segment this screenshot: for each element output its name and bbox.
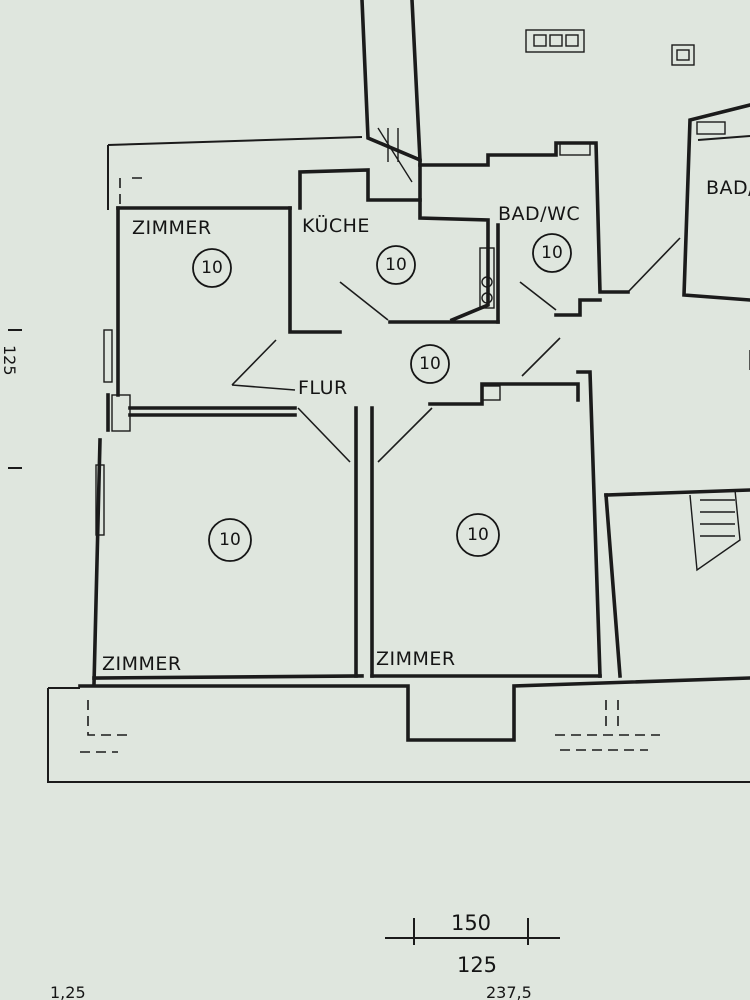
room-kueche: KÜCHE 10	[302, 214, 416, 285]
interior-walls	[128, 206, 750, 678]
room-label: ZIMMER	[376, 648, 456, 670]
kitchen-counter	[479, 247, 495, 309]
chimney-top	[525, 29, 585, 53]
room-label: BAD/WC	[498, 203, 580, 225]
dimension-bottom: 237,5	[486, 983, 532, 1000]
room-label: FLUR	[298, 377, 348, 399]
outer-terrace-lines	[47, 136, 750, 783]
room-number: 10	[467, 525, 489, 545]
room-number: 10	[201, 258, 223, 278]
fixtures	[95, 29, 750, 572]
room-bad-wc: BAD/WC 10	[498, 203, 580, 273]
room-number: 10	[541, 243, 563, 263]
room-number: 10	[219, 530, 241, 550]
side-dimension-label: 125	[0, 345, 19, 376]
room-label: ZIMMER	[102, 653, 182, 675]
room-zimmer-s: ZIMMER 10	[376, 513, 500, 670]
room-zimmer-sw: ZIMMER 10	[102, 518, 252, 675]
room-number: 10	[419, 354, 441, 374]
dimension-inner: 125	[457, 953, 497, 977]
neighbor-bad-label: BAD/	[706, 177, 750, 199]
room-label: ZIMMER	[132, 217, 212, 239]
dimension-block: 150 125 237,5 1,25	[50, 911, 560, 1000]
window-sw	[95, 464, 105, 536]
exterior-walls	[78, 0, 750, 742]
room-number: 10	[385, 255, 407, 275]
window-nw	[103, 329, 113, 383]
room-label: KÜCHE	[302, 214, 370, 237]
side-dimension: 125	[0, 329, 22, 469]
room-zimmer-nw: ZIMMER 10	[132, 217, 232, 288]
dimension-outer: 150	[451, 911, 491, 935]
dimension-left-bottom: 1,25	[50, 983, 86, 1000]
room-flur: FLUR 10	[298, 344, 450, 399]
doors	[231, 237, 681, 463]
